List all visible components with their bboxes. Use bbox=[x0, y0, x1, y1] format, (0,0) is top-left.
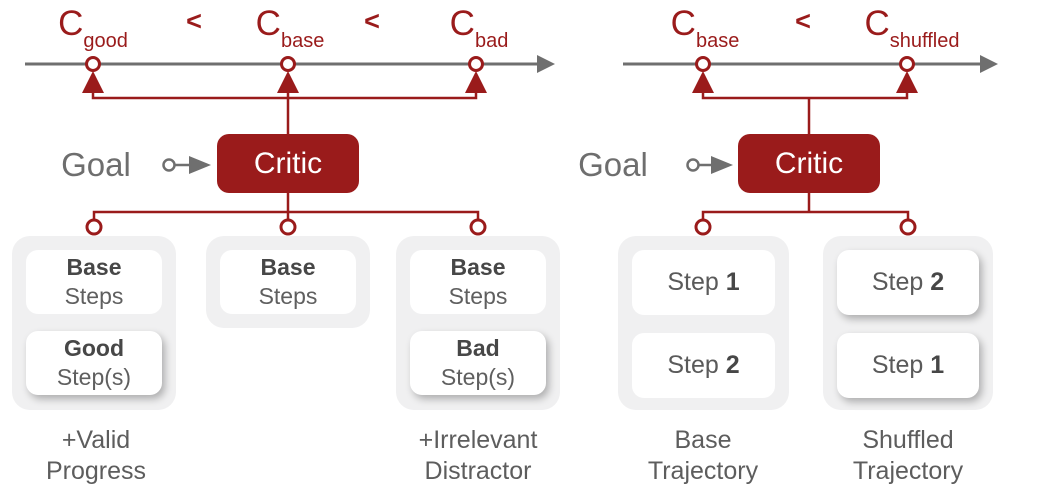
less-than-operator: < bbox=[364, 6, 380, 36]
left-critic-node: Critic bbox=[217, 134, 359, 193]
left-axis-arrowhead-icon bbox=[537, 55, 555, 73]
step-label: Step 1 bbox=[667, 268, 740, 296]
box-subtitle: Step(s) bbox=[56, 364, 132, 390]
score-subscript: bad bbox=[474, 30, 509, 52]
right-arrowhead-icon bbox=[189, 156, 211, 174]
trajectory-shuffled: Step 2 Step 1 bbox=[823, 236, 993, 410]
step-label: Step 2 bbox=[667, 351, 740, 379]
caption-line: Distractor bbox=[424, 457, 532, 485]
right-axis-ticks bbox=[695, 56, 915, 72]
caption-line: Shuffled bbox=[862, 426, 954, 454]
up-arrowhead-icon bbox=[82, 71, 104, 93]
caption-line: Progress bbox=[45, 457, 147, 485]
less-than-operator: < bbox=[186, 6, 202, 36]
left-critic-branch bbox=[85, 193, 487, 236]
box-title: Base bbox=[66, 254, 122, 280]
left-critic-to-axis-connector bbox=[82, 71, 487, 134]
right-critic-branch bbox=[694, 193, 917, 236]
caption-line: +Valid bbox=[61, 426, 131, 454]
caption-valid-progress: +Valid Progress bbox=[46, 425, 146, 487]
left-goal-label: Goal bbox=[61, 146, 131, 183]
step-label: Step 1 bbox=[871, 351, 945, 379]
box-title: Bad bbox=[456, 335, 500, 361]
up-arrowhead-icon bbox=[896, 71, 918, 93]
score-symbol: C bbox=[58, 4, 84, 43]
score-subscript: base bbox=[695, 30, 740, 52]
score-subscript: shuffled bbox=[889, 30, 960, 52]
box-title: Good bbox=[63, 335, 125, 361]
right-number-line bbox=[623, 55, 998, 73]
base-steps-box: Base Steps bbox=[410, 250, 546, 314]
score-symbol: C bbox=[864, 4, 890, 43]
trajectory-irrelevant-distractor: Base Steps Bad Step(s) bbox=[396, 236, 560, 410]
step-label: Step 2 bbox=[871, 268, 945, 296]
caption-line: Trajectory bbox=[852, 457, 964, 485]
step-box: Step 1 bbox=[837, 333, 979, 398]
box-title: Base bbox=[260, 254, 316, 280]
less-than-operator: < bbox=[795, 6, 811, 36]
right-arrowhead-icon bbox=[711, 156, 733, 174]
score-subscript: base bbox=[280, 30, 325, 52]
score-symbol: C bbox=[255, 4, 281, 43]
trajectory-valid-progress: Base Steps Good Step(s) bbox=[12, 236, 176, 410]
caption-line: Base bbox=[674, 426, 732, 454]
box-subtitle: Steps bbox=[448, 283, 508, 309]
caption-irrelevant-distractor: +Irrelevant Distractor bbox=[419, 425, 538, 487]
right-goal-label: Goal bbox=[578, 146, 648, 183]
base-steps-box: Base Steps bbox=[220, 250, 356, 314]
box-subtitle: Step(s) bbox=[440, 364, 516, 390]
step-box: Step 1 bbox=[632, 250, 775, 315]
good-steps-box: Good Step(s) bbox=[26, 331, 162, 395]
up-arrowhead-icon bbox=[277, 71, 299, 93]
score-subscript: good bbox=[83, 30, 128, 52]
step-box: Step 2 bbox=[632, 333, 775, 398]
trajectory-base-only: Base Steps bbox=[206, 236, 370, 328]
box-title: Base bbox=[450, 254, 506, 280]
box-subtitle: Steps bbox=[64, 283, 124, 309]
caption-shuffled-trajectory: Shuffled Trajectory bbox=[853, 425, 963, 487]
caption-line: Trajectory bbox=[647, 457, 759, 485]
caption-line: +Irrelevant bbox=[418, 426, 538, 454]
step-box: Step 2 bbox=[837, 250, 979, 315]
up-arrowhead-icon bbox=[465, 71, 487, 93]
bad-steps-box: Bad Step(s) bbox=[410, 331, 546, 395]
box-subtitle: Steps bbox=[258, 283, 318, 309]
right-critic-node: Critic bbox=[738, 134, 880, 193]
caption-base-trajectory: Base Trajectory bbox=[648, 425, 758, 487]
score-symbol: C bbox=[449, 4, 475, 43]
right-critic-to-axis-connector bbox=[692, 71, 918, 134]
trajectory-base: Step 1 Step 2 bbox=[618, 236, 789, 410]
right-goal-connector bbox=[686, 156, 733, 174]
right-axis-arrowhead-icon bbox=[980, 55, 998, 73]
left-goal-connector bbox=[162, 156, 211, 174]
left-axis-ticks bbox=[85, 56, 484, 72]
base-steps-box: Base Steps bbox=[26, 250, 162, 314]
up-arrowhead-icon bbox=[692, 71, 714, 93]
score-symbol: C bbox=[670, 4, 696, 43]
